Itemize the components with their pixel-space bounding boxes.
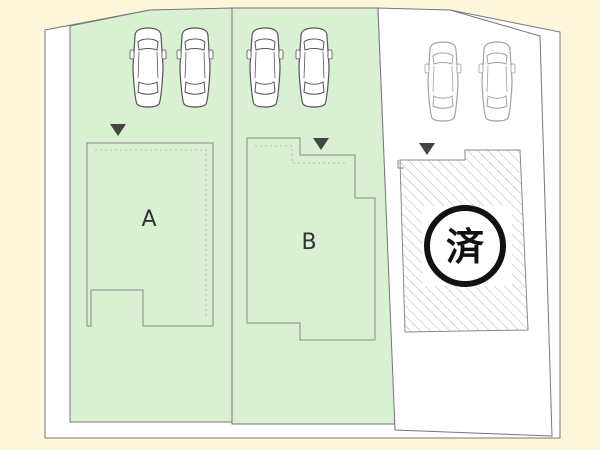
sold-stamp-text: 済 (446, 225, 485, 269)
lot-b-footprint-inner (255, 145, 348, 164)
lot-c-porch (397, 160, 404, 169)
sold-stamp: 済 (422, 205, 512, 287)
lot-b-label: B (301, 230, 316, 255)
entrance-marker-icon (313, 138, 329, 150)
lot-a-footprint-inner (95, 149, 207, 318)
lot-a-footprint (86, 142, 214, 327)
lot-b-footprint (246, 137, 376, 341)
lot-a-label: A (141, 207, 156, 232)
parking-lot-a (129, 27, 214, 108)
entrance-marker-icon (110, 124, 126, 136)
entrance-marker-icon (419, 143, 435, 155)
